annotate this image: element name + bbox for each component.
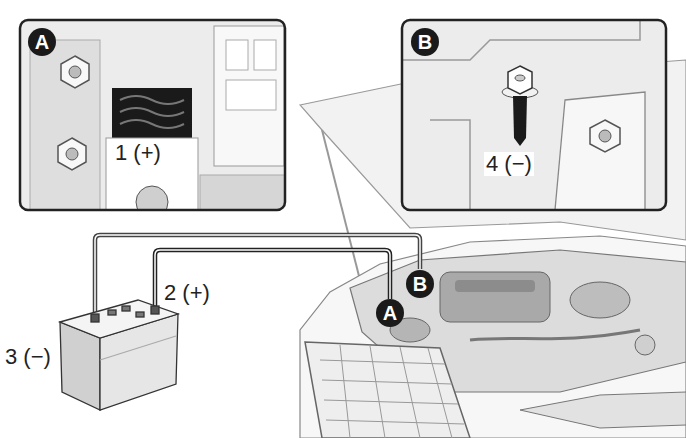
- battery-line: [100, 336, 176, 360]
- grille-pattern: [320, 345, 464, 438]
- callout-letter: A: [35, 32, 49, 52]
- bolt: [58, 138, 86, 170]
- inset-ground: [20, 20, 285, 210]
- callout-letter: A: [383, 303, 397, 323]
- cover-ridges: [120, 96, 184, 128]
- terminal-post: [136, 186, 168, 210]
- booster-battery: [60, 300, 178, 410]
- positive-cable-core: [155, 250, 390, 310]
- grille: [305, 342, 470, 438]
- callout-circle: B: [411, 28, 439, 56]
- fuse-box: [214, 26, 284, 166]
- battery-top: [60, 300, 178, 338]
- fuse: [226, 40, 248, 70]
- bolt-recess: [515, 75, 525, 81]
- positive-cable: [155, 250, 390, 310]
- callout-letter: B: [413, 274, 427, 294]
- inset-frame: [402, 20, 666, 210]
- headlight: [520, 392, 686, 428]
- engine-detail: [455, 280, 535, 292]
- inset-b: [402, 20, 666, 210]
- callout-letter: B: [418, 32, 432, 52]
- body-panel: [430, 120, 470, 210]
- inset-ground: [402, 20, 666, 210]
- callout-number: 2 (+): [162, 281, 212, 305]
- nut-hole: [69, 66, 81, 78]
- cell-cap: [108, 310, 116, 315]
- car-body: [300, 236, 686, 438]
- hood-strut: [322, 130, 360, 280]
- fuse: [254, 40, 276, 70]
- engine-detail: [570, 282, 630, 318]
- harness: [200, 175, 285, 210]
- callout-number: 3 (−): [3, 345, 53, 369]
- callout-circle: A: [376, 299, 404, 327]
- bolt-head: [508, 66, 532, 94]
- ground-plate: [555, 92, 645, 210]
- inset-frame: [20, 20, 285, 210]
- nut: [590, 120, 620, 152]
- cell-cap: [122, 306, 130, 311]
- reservoir-cap: [635, 335, 655, 355]
- ground-bolt-shaft: [513, 96, 527, 146]
- cell-cap: [136, 312, 144, 317]
- inset-a: [20, 20, 285, 218]
- callout-number: 1 (+): [113, 141, 163, 165]
- nut: [61, 56, 89, 88]
- negative-terminal: [91, 314, 99, 322]
- callout-circle: B: [406, 270, 434, 298]
- body-panel: [402, 20, 640, 60]
- positive-terminal: [151, 306, 159, 314]
- bracket: [30, 40, 100, 210]
- engine-cover: [440, 272, 550, 322]
- engine-pipe: [470, 330, 640, 340]
- bolt-head: [66, 148, 78, 160]
- nut-hole: [599, 130, 611, 142]
- callout-circle: A: [28, 28, 56, 56]
- callout-number: 4 (−): [484, 152, 534, 176]
- relay: [226, 80, 276, 110]
- positive-terminal-cover: [112, 88, 192, 138]
